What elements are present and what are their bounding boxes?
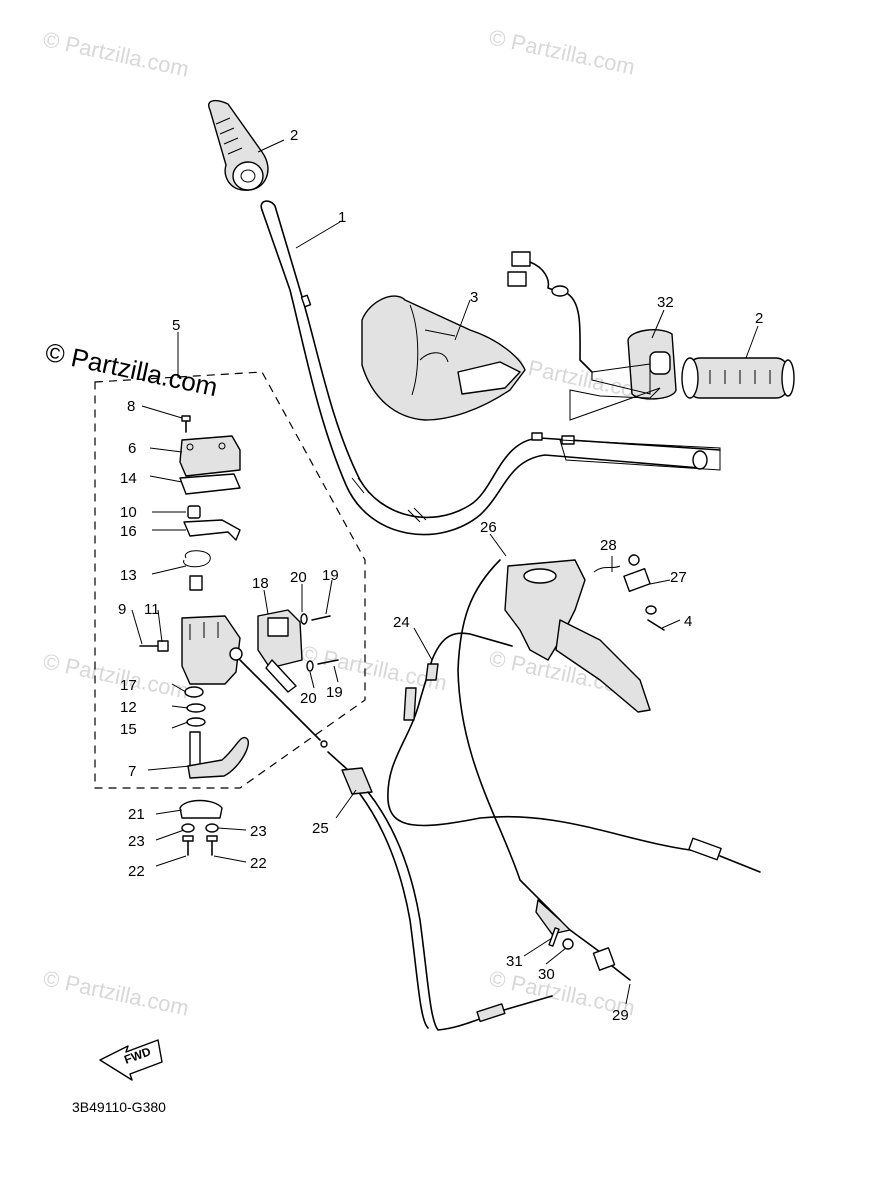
callout-label: 3 (470, 289, 478, 306)
callout-label: 24 (393, 614, 410, 631)
callout-label: 4 (684, 613, 692, 630)
callout-label: 20 (300, 690, 317, 707)
callout-labels: 2 1 3 32 2 5 8 6 14 10 16 13 9 11 18 20 … (118, 127, 763, 1024)
callout-label: 32 (657, 294, 674, 311)
fwd-arrow: FWD (99, 1039, 163, 1081)
callout-label: 2 (290, 127, 298, 144)
callout-label: 19 (326, 684, 343, 701)
left-grip (208, 99, 269, 191)
watermark: © Partzilla.com (41, 26, 191, 81)
callout-label: 21 (128, 806, 145, 823)
callout-label: 25 (312, 820, 329, 837)
callout-label: 11 (144, 601, 160, 618)
callout-label: 23 (250, 823, 267, 840)
callout-label: 27 (670, 569, 687, 586)
watermark: © Partzilla.com (41, 648, 191, 703)
callout-label: 10 (120, 504, 137, 521)
callout-label: 20 (290, 569, 307, 586)
callout-label: 8 (127, 398, 135, 415)
clamp-parts (179, 799, 223, 856)
callout-label: 29 (612, 1007, 629, 1024)
callout-label: 15 (120, 721, 137, 738)
callout-label: 16 (120, 523, 137, 540)
throttle-assembly (139, 415, 339, 779)
throttle-cable (239, 659, 553, 1031)
callout-label: 31 (506, 953, 523, 970)
callout-label: 17 (120, 677, 137, 694)
callout-label: 2 (755, 310, 763, 327)
watermark: © Partzilla.com (299, 640, 449, 695)
callout-label: 28 (600, 537, 617, 554)
assembly-boundary (94, 371, 366, 789)
callout-label: 19 (322, 567, 339, 584)
callout-label: 1 (338, 209, 346, 226)
callout-label: 7 (128, 763, 136, 780)
callout-label: 18 (252, 575, 269, 592)
callout-label: 9 (118, 601, 126, 618)
callout-label: 5 (172, 317, 180, 334)
brake-lever-assembly (504, 554, 665, 713)
brake-cables (387, 559, 761, 981)
callout-label: 30 (538, 966, 555, 983)
diagram-code: 3B49110-G380 (72, 1099, 166, 1115)
callout-label: 14 (120, 470, 137, 487)
right-grip (569, 357, 795, 421)
callout-label: 23 (128, 833, 145, 850)
leader-lines (131, 139, 759, 1005)
callout-label: 6 (128, 440, 136, 457)
handlebar-cover (361, 295, 526, 421)
callout-label: 22 (128, 863, 145, 880)
watermark-main: © Partzilla.com (43, 337, 221, 403)
watermark: © Partzilla.com (487, 24, 637, 79)
callout-label: 26 (480, 519, 497, 536)
handlebar-switch (507, 251, 677, 400)
handlebar (260, 200, 721, 536)
callout-label: 22 (250, 855, 267, 872)
callout-label: 13 (120, 567, 137, 584)
callout-label: 12 (120, 699, 137, 716)
watermark: © Partzilla.com (41, 965, 191, 1020)
